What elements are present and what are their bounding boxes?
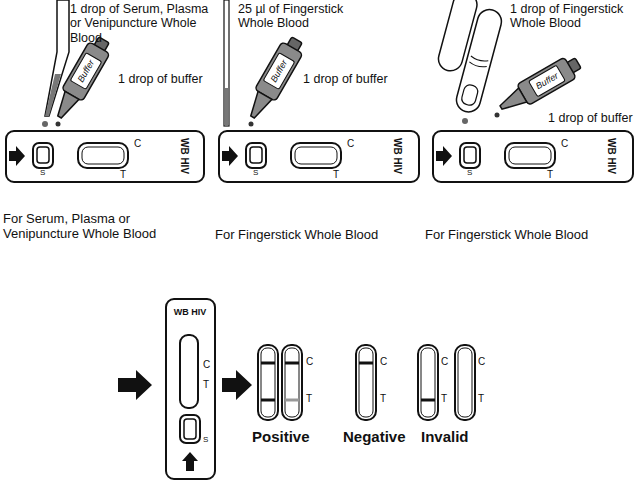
buffer-bottle xyxy=(242,34,307,123)
instruction-text: 25 µl of Fingerstick Whole Blood xyxy=(238,2,380,31)
buffer-drop xyxy=(495,113,500,118)
marker-letter: C xyxy=(134,139,141,149)
result-label: Positive xyxy=(252,428,310,445)
buffer-bottle xyxy=(495,53,584,118)
blood-drop xyxy=(42,121,48,127)
blood-drop xyxy=(462,118,468,124)
marker-letter: S xyxy=(203,436,208,444)
instruction-text: 1 drop of buffer xyxy=(303,72,388,86)
result-label: Negative xyxy=(343,428,406,445)
line-marker: T xyxy=(441,393,447,405)
marker-letter: T xyxy=(120,170,126,180)
brand-label: WB HIV xyxy=(167,308,213,317)
test-cassette: S T C WB HIV xyxy=(432,130,634,183)
brand-label: WB HIV xyxy=(179,133,189,179)
result-windows xyxy=(258,345,475,420)
marker-letter: S xyxy=(253,169,258,177)
marker-letter: C xyxy=(347,139,354,149)
instruction-text: 1 drop of buffer xyxy=(118,72,203,86)
cassette-wells xyxy=(222,143,341,168)
marker-letter: S xyxy=(40,169,45,177)
test-cassette-vertical: WB HIV CT S xyxy=(165,298,216,480)
test-cassette: S T C WB HIV xyxy=(218,130,420,183)
cassette-details xyxy=(9,143,555,168)
line-marker: C xyxy=(478,356,485,368)
buffer-bottle xyxy=(49,34,114,123)
line-marker: T xyxy=(380,393,386,405)
test-cassette: S T C WB HIV xyxy=(5,130,205,183)
marker-letter: T xyxy=(333,170,339,180)
vertical-cassette-details xyxy=(180,335,200,471)
marker-letter: T xyxy=(203,380,209,390)
marker-letter: T xyxy=(547,170,553,180)
marker-letter: C xyxy=(561,139,568,149)
instruction-text: 1 drop of Fingerstick Whole Blood xyxy=(510,2,636,31)
caption: For Fingerstick Whole Blood xyxy=(215,228,378,243)
marker-letter: S xyxy=(467,169,472,177)
marker-letter: C xyxy=(203,360,210,370)
line-marker: C xyxy=(306,356,313,368)
caption: For Serum, Plasma or Venipuncture Whole … xyxy=(3,212,203,242)
line-marker: T xyxy=(306,393,312,405)
finger xyxy=(427,0,507,115)
caption: For Fingerstick Whole Blood xyxy=(425,228,588,243)
buffer-drop xyxy=(56,122,61,127)
line-marker: C xyxy=(380,356,387,368)
capillary-tube xyxy=(224,0,229,126)
line-marker: C xyxy=(441,356,448,368)
line-marker: T xyxy=(478,393,484,405)
cassette-wells xyxy=(436,143,555,168)
cassette-wells xyxy=(9,143,128,168)
flow-arrow xyxy=(222,370,252,400)
brand-label: WB HIV xyxy=(392,133,402,179)
result-label: Invalid xyxy=(421,428,469,445)
instruction-text: 1 drop of Serum, Plasma or Venipuncture … xyxy=(70,2,220,45)
brand-label: WB HIV xyxy=(606,133,616,179)
instruction-text: 1 drop of buffer xyxy=(548,111,633,125)
buffer-drop xyxy=(249,122,254,127)
flow-arrow xyxy=(118,370,152,400)
